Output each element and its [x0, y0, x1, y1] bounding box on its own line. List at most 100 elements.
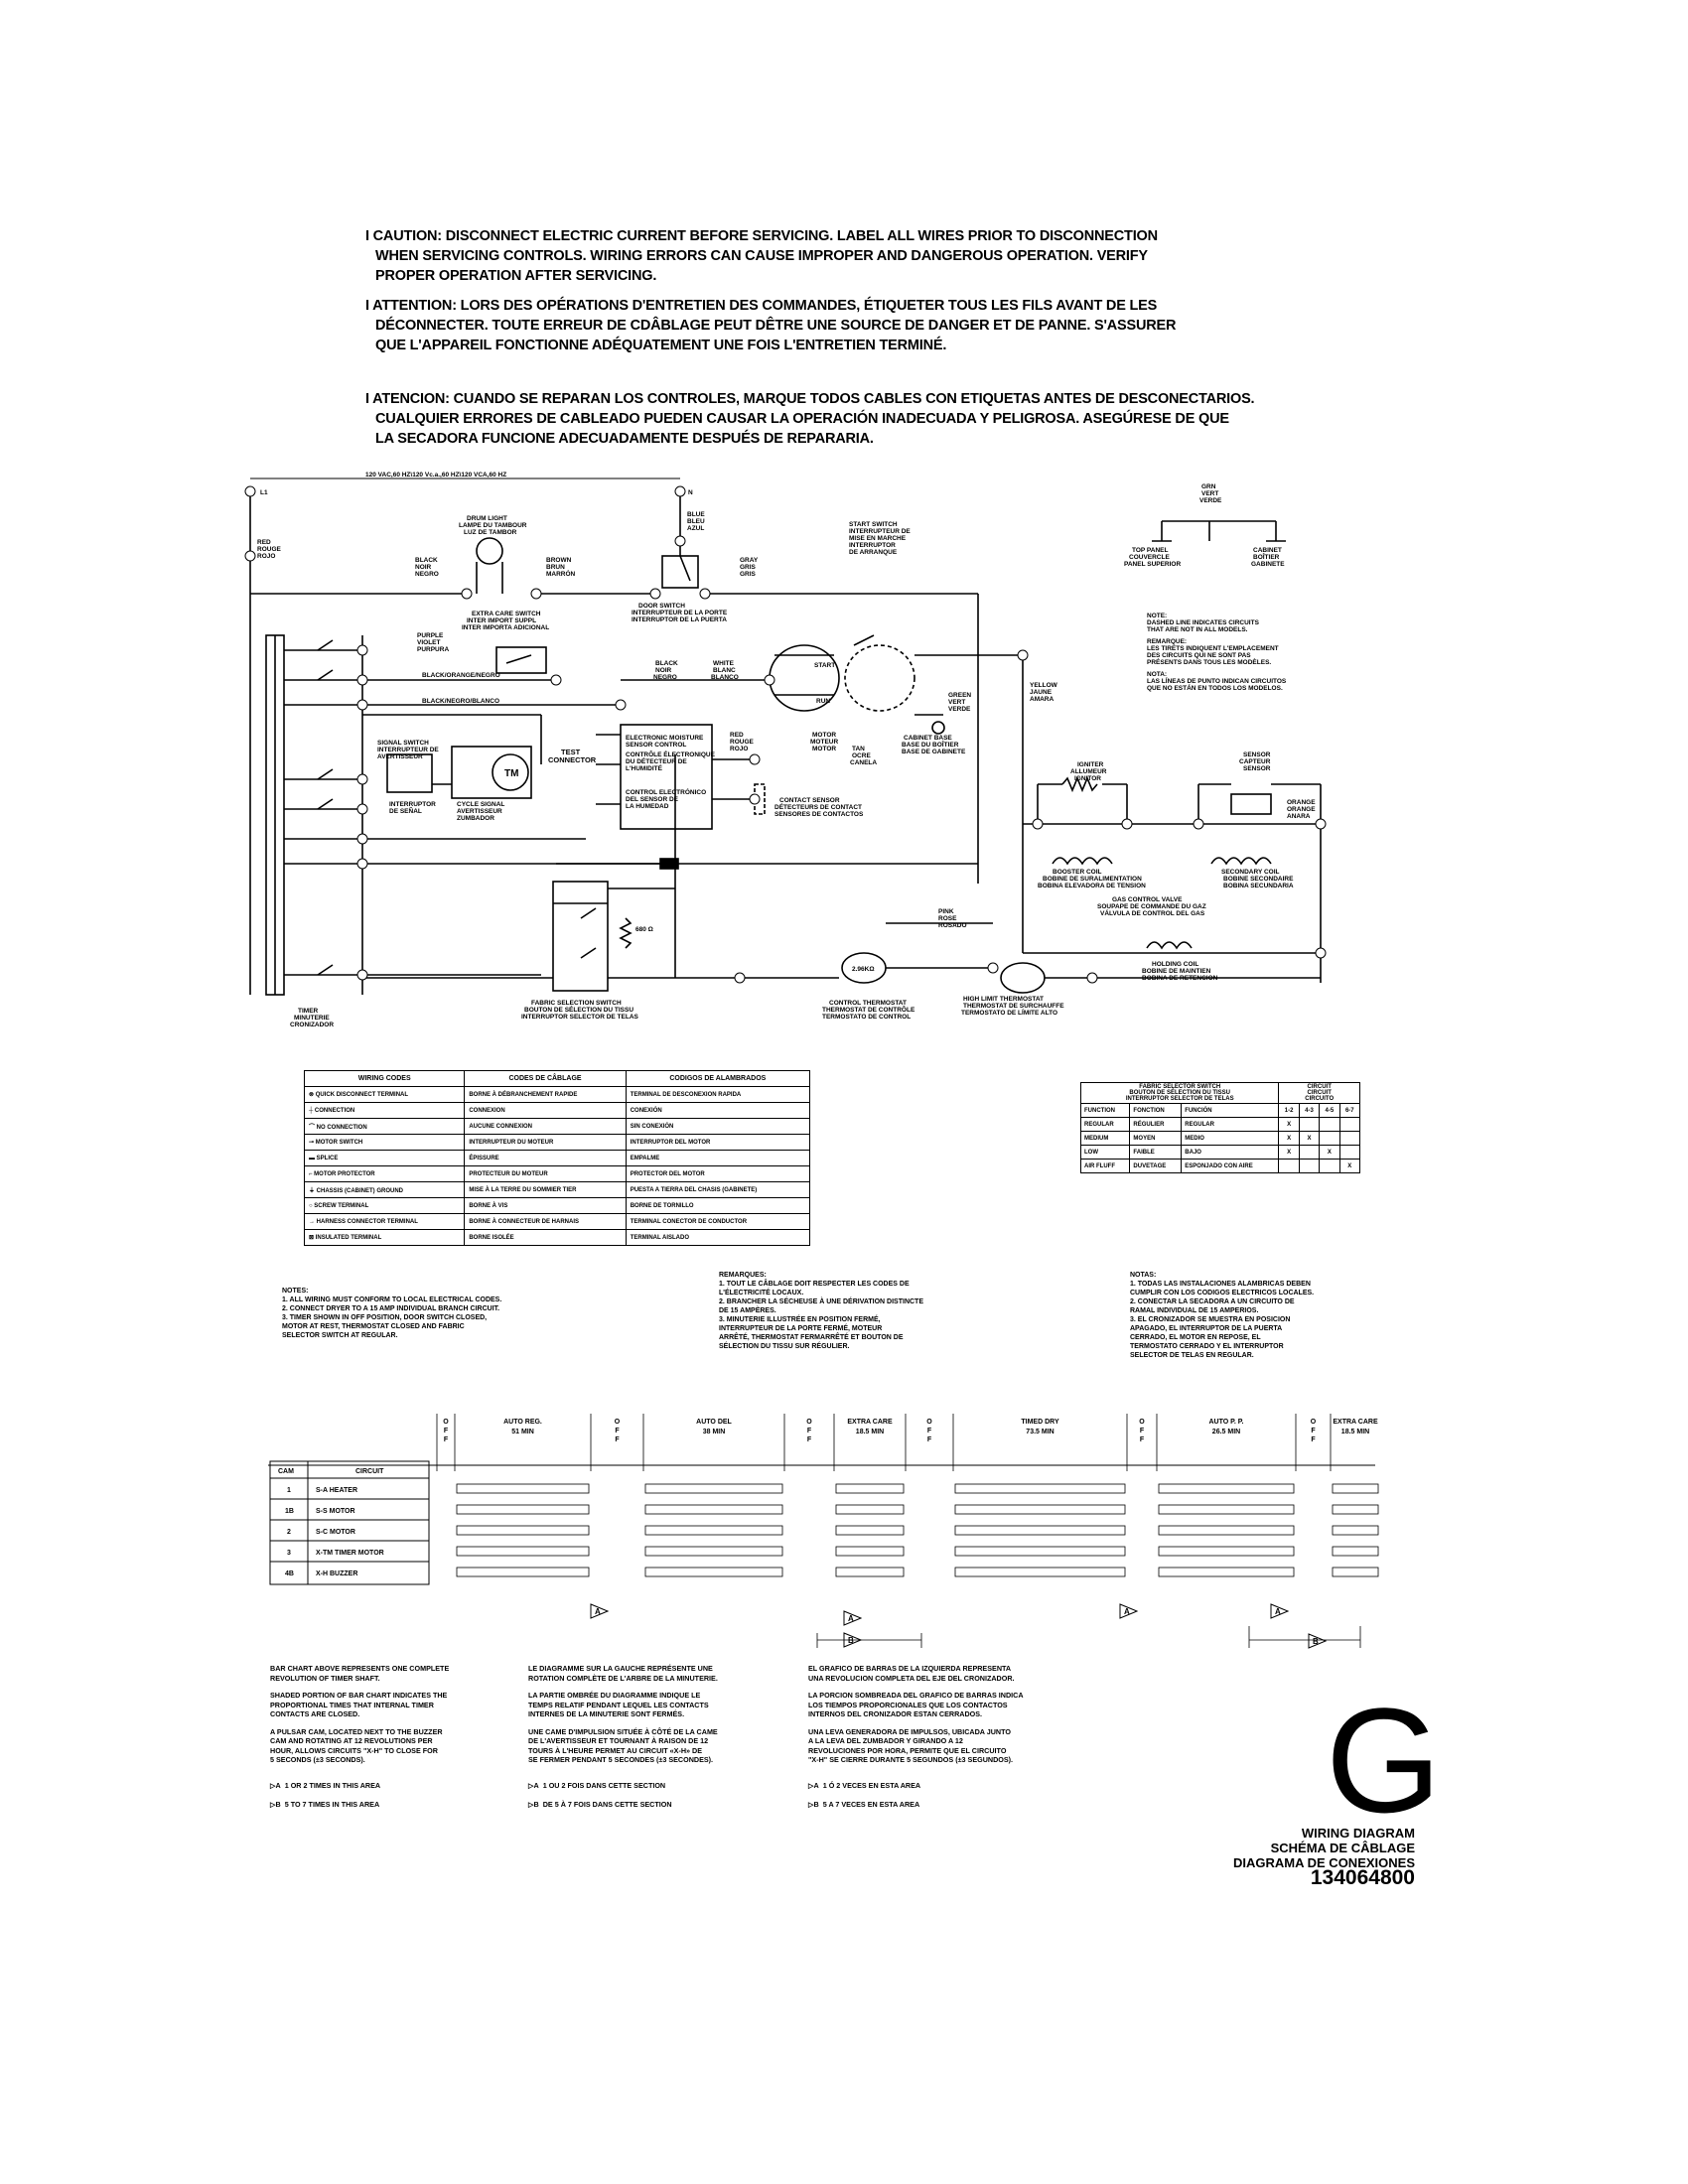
gas-valve-label: GAS CONTROL VALVE	[1112, 896, 1183, 903]
title-line: WIRING DIAGRAM	[1301, 1826, 1415, 1841]
wire-label: GRIS	[740, 564, 757, 571]
wire-label: VERT	[948, 699, 965, 706]
sensor-label: SENSOR	[1243, 751, 1271, 758]
wire-label: PURPLE	[417, 632, 444, 639]
note-line: SÉLECTION DU TISSU SUR RÉGULIER.	[719, 1343, 850, 1350]
fabric-cell: X	[1278, 1117, 1300, 1132]
note-line: 1. TODAS LAS INSTALACIONES ALAMBRICAS DE…	[1130, 1281, 1311, 1288]
dashed-note: THAT ARE NOT IN ALL MODELS.	[1147, 626, 1248, 633]
fabric-cell	[1338, 1117, 1361, 1132]
wire-label: GRAY	[740, 557, 759, 564]
signal-switch-label: INTERRUPTEUR DE	[377, 747, 439, 753]
dashed-note: LAS LÍNEAS DE PUNTO INDICAN CIRCUITOS	[1147, 676, 1287, 685]
caution-line: I ATENCION: CUANDO SE REPARAN LOS CONTRO…	[365, 391, 1255, 407]
fabric-switch-label: BOUTON DE SÉLECTION DU TISSU	[524, 1005, 633, 1014]
emsc-label: DEL SENSOR DE	[626, 796, 679, 803]
wire-label: NOIR	[415, 564, 432, 571]
title-line: DIAGRAMA DE CONEXIONES	[1233, 1855, 1415, 1870]
wire-label: BLACK	[415, 557, 438, 564]
ground-label: CABINET BASE	[904, 735, 952, 742]
cycle-signal-label: ZUMBADOR	[457, 815, 494, 822]
caution-line: QUE L'APPAREIL FONCTIONNE ADÉQUATEMENT U…	[375, 338, 947, 353]
footnote-line: LA PARTIE OMBRÉE DU DIAGRAMME INDIQUE LE	[528, 1691, 701, 1700]
motor-label: MOTEUR	[810, 739, 838, 746]
booster-coil-label: BOBINE DE SURALIMENTATION	[1043, 876, 1142, 883]
wire-label: ROJO	[730, 746, 748, 752]
code-cell: ⌒ NO CONNECTION	[303, 1118, 466, 1135]
code-cell: BORNE À DÉBRANCHEMENT RAPIDE	[464, 1086, 627, 1103]
cam-bar	[1332, 1567, 1379, 1577]
fabric-selector-table: FABRIC SELECTOR SWITCH BOUTON DE SÉLECTI…	[1079, 1082, 1361, 1173]
footnote-line: A PULSAR CAM, LOCATED NEXT TO THE BUZZER	[270, 1726, 443, 1736]
ground-label: TOP PANEL	[1132, 547, 1169, 554]
note-line: 1. TOUT LE CÂBLAGE DOIT RESPECTER LES CO…	[719, 1281, 910, 1288]
segment-duration: 73.5 MIN	[1026, 1429, 1054, 1435]
test-connector-label: CONNECTOR	[548, 755, 597, 764]
note-line: SELECTOR DE TELAS EN REGULAR.	[1130, 1352, 1254, 1359]
motor-label: MOTOR	[812, 732, 836, 739]
fabric-cell	[1319, 1131, 1340, 1146]
segment-off-label: F	[1311, 1436, 1316, 1443]
legend-b: ▷B DE 5 À 7 FOIS DANS CETTE SECTION	[528, 1800, 672, 1809]
ground-label: PANEL SUPERIOR	[1124, 561, 1181, 568]
igniter-label: ALLUMEUR	[1070, 768, 1107, 775]
code-cell: BORNE À VIS	[464, 1197, 627, 1214]
segment-off-label: O	[615, 1419, 621, 1426]
cam-number: 3	[287, 1550, 291, 1557]
timer-label: CRONIZADOR	[290, 1022, 334, 1028]
col-header: 1-2	[1278, 1103, 1300, 1118]
fabric-title: FABRIC SELECTOR SWITCH BOUTON DE SÉLECTI…	[1079, 1082, 1280, 1104]
code-cell: ○ SCREW TERMINAL	[303, 1197, 466, 1214]
cam-bar	[1332, 1504, 1379, 1515]
fabric-cell	[1338, 1145, 1361, 1160]
code-cell: → HARNESS CONNECTOR TERMINAL	[303, 1213, 466, 1230]
wire-label: NEGRO	[415, 571, 439, 578]
cam-bar	[456, 1483, 590, 1494]
segment-off-label: O	[1311, 1419, 1317, 1426]
fabric-cell: MOYEN	[1129, 1131, 1183, 1146]
high-limit-label: THERMOSTAT DE SURCHAUFFE	[963, 1003, 1064, 1010]
code-cell: ⌐ MOTOR PROTECTOR	[303, 1165, 466, 1182]
wire-label: VERDE	[948, 706, 971, 713]
wire-label: GREEN	[948, 692, 971, 699]
segment-label: TIMED DRY	[1021, 1419, 1059, 1426]
segment-off-label: F	[444, 1428, 449, 1434]
contact-sensor-label: SENSORES DE CONTACTOS	[774, 811, 864, 818]
notes-fr: REMARQUES: 1. TOUT LE CÂBLAGE DOIT RESPE…	[719, 1271, 923, 1351]
cam-header: CAM	[278, 1468, 294, 1475]
emsc-label: CONTRÔLE ÉLECTRONIQUE	[626, 750, 716, 758]
footnote-line: 5 SECONDS (±3 SECONDS).	[270, 1755, 365, 1764]
fabric-cell	[1338, 1131, 1361, 1146]
wire-label: TAN	[852, 746, 865, 752]
cam-number: 2	[287, 1529, 291, 1536]
dashed-note: NOTA:	[1147, 671, 1167, 678]
emsc-label: SENSOR CONTROL	[626, 742, 686, 749]
dashed-note: DES CIRCUITS QUI NE SONT PAS	[1147, 652, 1251, 659]
caution-line: WHEN SERVICING CONTROLS. WIRING ERRORS C…	[375, 248, 1148, 264]
segment-label: AUTO DEL	[696, 1419, 732, 1426]
cycle-signal-label: AVERTISSEUR	[457, 808, 502, 815]
fabric-cell: RÉGULIER	[1129, 1117, 1183, 1132]
segment-off-label: F	[807, 1428, 812, 1434]
footnote-line: REVOLUCIONES POR HORA, PERMITE QUE EL CI…	[808, 1745, 1007, 1755]
segment-off-label: F	[615, 1428, 620, 1434]
circuit-name: X-H BUZZER	[316, 1570, 357, 1577]
marker-a: A	[595, 1607, 601, 1616]
signal-switch-label: DE SEÑAL	[389, 806, 422, 815]
caution-line: PROPER OPERATION AFTER SERVICING.	[375, 268, 657, 284]
footnote-line: HOUR, ALLOWS CIRCUITS "X-H" TO CLOSE FOR	[270, 1745, 438, 1755]
segment-duration: 51 MIN	[511, 1429, 534, 1435]
part-number: 134064800	[1310, 1866, 1415, 1889]
segment-off-label: F	[927, 1428, 932, 1434]
code-cell: CONEXIÓN	[625, 1102, 811, 1119]
control-thermostat-label: CONTROL THERMOSTAT	[829, 1000, 907, 1007]
circuit-header: CIRCUIT CIRCUIT CIRCUITO	[1278, 1082, 1360, 1104]
holding-coil-label: BOBINA DE RETENCION	[1142, 975, 1218, 982]
note-line: RAMAL INDIVIDUAL DE 15 AMPERIOS.	[1130, 1307, 1259, 1314]
start-switch-label: INTERRUPTOR	[849, 542, 896, 549]
